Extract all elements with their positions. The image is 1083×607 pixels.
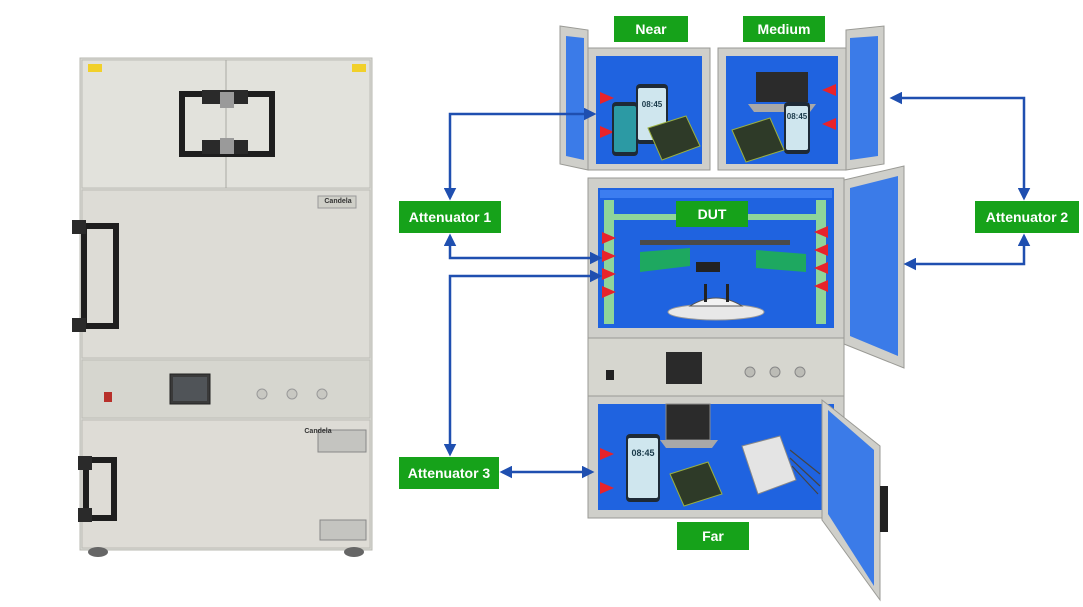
label-far: Far [677,522,749,550]
arrow-attenuator1-dut [443,233,603,265]
label-attenuator2: Attenuator 2 [975,201,1079,233]
red-absorbers [600,84,836,494]
label-near: Near [614,16,688,42]
label-attenuator3: Attenuator 3 [399,457,499,489]
medium-module [731,117,785,163]
arrow-attenuator2-medium [889,91,1031,201]
left-brand-label-top: Candela [324,198,352,205]
left-middle-handle [81,223,119,329]
far-phone-time: 08:45 [631,448,655,458]
label-medium: Medium [743,16,825,42]
far-laptop [665,403,711,441]
left-chamber-middle-door [81,189,371,359]
medium-phone-time: 08:45 [786,112,808,121]
dut-antenna-right [756,250,806,272]
label-attenuator1: Attenuator 1 [399,201,501,233]
near-module [647,115,701,161]
far-module [669,461,723,507]
near-phone-time: 08:45 [641,100,663,109]
right-touchscreen [666,352,702,384]
arrow-attenuator3-dut [443,269,603,457]
left-brand-label-bottom: Candela [304,428,332,435]
left-bottom-handle [83,457,117,521]
dut-antenna-left [640,248,690,272]
label-dut: DUT [676,201,748,227]
medium-laptop [756,72,808,102]
far-server [741,435,797,495]
arrow-attenuator2-dut [903,233,1031,271]
arrow-attenuator1-near [443,107,597,201]
